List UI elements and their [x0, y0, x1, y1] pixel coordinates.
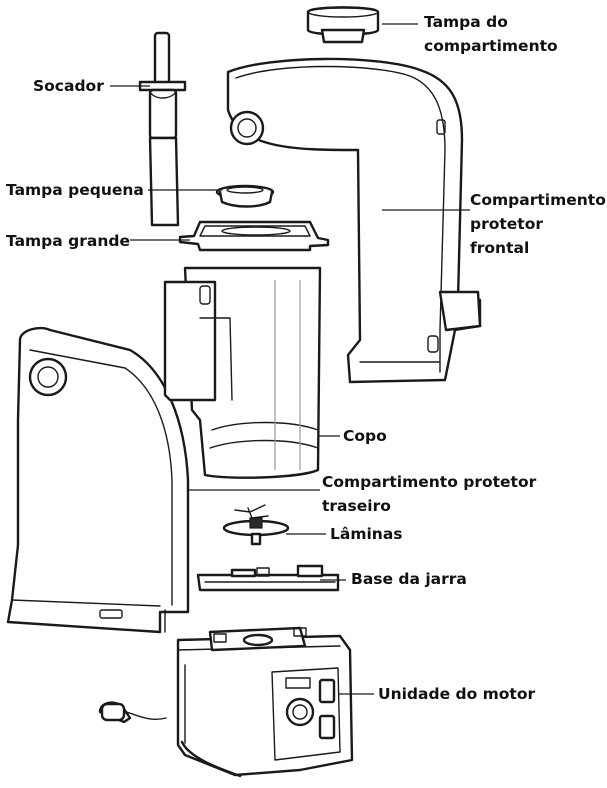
- motor-unit: [98, 626, 354, 778]
- tamper: [138, 31, 187, 227]
- small-lid: [215, 184, 275, 208]
- front-shield: [226, 57, 482, 384]
- label-jar-base: Base da jarra: [351, 570, 467, 588]
- jar-base: [196, 564, 340, 592]
- leader-lines: [110, 23, 470, 695]
- label-tamper: Socador: [33, 77, 104, 95]
- label-motor-unit: Unidade do motor: [378, 685, 536, 703]
- blades: [222, 504, 290, 546]
- label-front-shield: Compartimento protetor frontal: [470, 191, 606, 257]
- label-rear-shield: Compartimento protetor traseiro: [322, 473, 537, 515]
- rear-shield: [6, 326, 190, 634]
- label-blades: Lâminas: [330, 525, 403, 543]
- label-compartment-lid: Tampa do compartimento: [424, 13, 558, 55]
- label-small-lid: Tampa pequena: [6, 181, 144, 199]
- cup: [163, 266, 322, 479]
- label-cup: Copo: [343, 427, 387, 445]
- label-large-lid: Tampa grande: [6, 232, 130, 250]
- large-lid: [178, 220, 330, 252]
- compartment-lid: [306, 6, 380, 44]
